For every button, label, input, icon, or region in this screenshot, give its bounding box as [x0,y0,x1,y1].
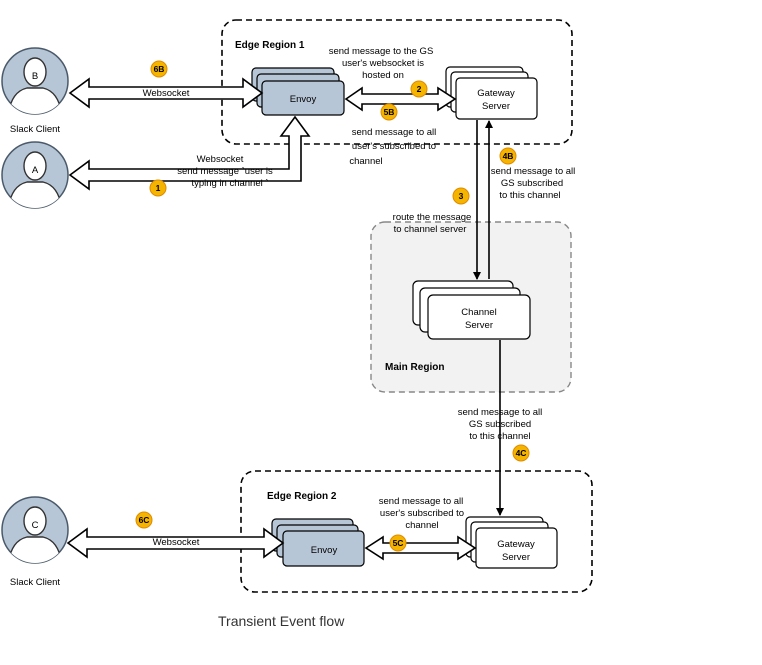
edge-region-1-label: Edge Region 1 [235,40,305,51]
client-c-label: Slack Client [10,577,61,588]
svg-text:2: 2 [417,84,422,94]
slack-client-b: B Slack Client [1,47,69,135]
websocket-b-label: Websocket [143,88,190,99]
gateway-2-label-line1: Gateway [497,539,535,550]
envoy-2-node: Envoy [271,518,365,567]
gateway-2-label-line2: Server [502,552,530,563]
websocket-arrow-a [68,115,311,191]
channel-server-label-line1: Channel [461,307,496,318]
edge-region-1-box [221,19,573,145]
edge-region-2-label: Edge Region 2 [267,491,337,502]
channel-server-label-line2: Server [465,320,493,331]
send-gs-line2: user's websocket is [342,58,424,69]
websocket-arrow-b [68,77,264,109]
svg-text:6C: 6C [139,515,150,525]
send-4c-line3: to this channel [469,431,530,442]
step-badge-6b: 6B [150,60,168,78]
client-b-label: Slack Client [10,124,61,135]
client-c-letter: C [32,520,39,531]
send-all-1-line1: send message to all [352,127,437,138]
svg-text:1: 1 [156,183,161,193]
send-all-1-line2: user's subscribed to [352,141,436,152]
step-badge-5c: 5C [389,534,407,552]
send-all-2-line2: user's subscribed to [380,508,464,519]
svg-text:5B: 5B [384,107,395,117]
step-badge-5b: 5B [380,103,398,121]
svg-text:6B: 6B [154,64,165,74]
websocket-a-line3: typing in channel ` [191,178,268,189]
person-icon [7,506,63,563]
step-badge-2: 2 [410,80,428,98]
send-all-2-line3: channel [405,520,438,531]
send-all-2-line1: send message to all [379,496,464,507]
channel-server-node: Channel Server [412,280,531,340]
svg-text:3: 3 [459,191,464,201]
websocket-a-line2: send message `user is [177,166,273,177]
route-line2: to channel server [394,224,467,235]
step-badge-1: 1 [149,179,167,197]
svg-text:4C: 4C [516,448,527,458]
person-icon [7,57,63,114]
send-4c-line1: send message to all [458,407,543,418]
svg-text:4B: 4B [503,151,514,161]
diagram-caption: Transient Event flow [218,613,345,629]
send-all-1-line3: channel [349,156,382,167]
websocket-arrow-c [66,527,285,559]
client-b-letter: B [32,71,38,82]
step-badge-4c: 4C [512,444,530,462]
websocket-a-line1: Websocket [197,154,244,165]
svg-text:5C: 5C [393,538,404,548]
envoy-1-label: Envoy [290,94,317,105]
step-badge-3: 3 [452,187,470,205]
client-a-letter: A [32,165,39,176]
websocket-c-label: Websocket [153,537,200,548]
step-badge-6c: 6C [135,511,153,529]
envoy-gateway-1-arrow [344,86,457,112]
send-4b-line2: GS subscribed [501,178,563,189]
envoy-1-node: Envoy [251,67,345,116]
gateway-server-2-node: Gateway Server [465,516,558,569]
route-line1: route the message [393,212,472,223]
envoy-gateway-2-arrow [364,535,477,561]
edge-region-2-box [240,470,593,593]
step-badge-4b: 4B [499,147,517,165]
send-4b-line1: send message to all [491,166,576,177]
gateway-1-label-line1: Gateway [477,88,515,99]
send-gs-line3: hosted on [362,70,404,81]
gateway-server-1-node: Gateway Server [445,66,538,120]
slack-client-c: C Slack Client [1,496,69,588]
gateway-1-label-line2: Server [482,101,510,112]
send-4c-line2: GS subscribed [469,419,531,430]
main-region-label: Main Region [385,362,444,373]
send-gs-line1: send message to the GS [329,46,434,57]
envoy-2-label: Envoy [311,545,338,556]
send-4b-line3: to this channel [499,190,560,201]
slack-client-a: A [1,141,69,209]
